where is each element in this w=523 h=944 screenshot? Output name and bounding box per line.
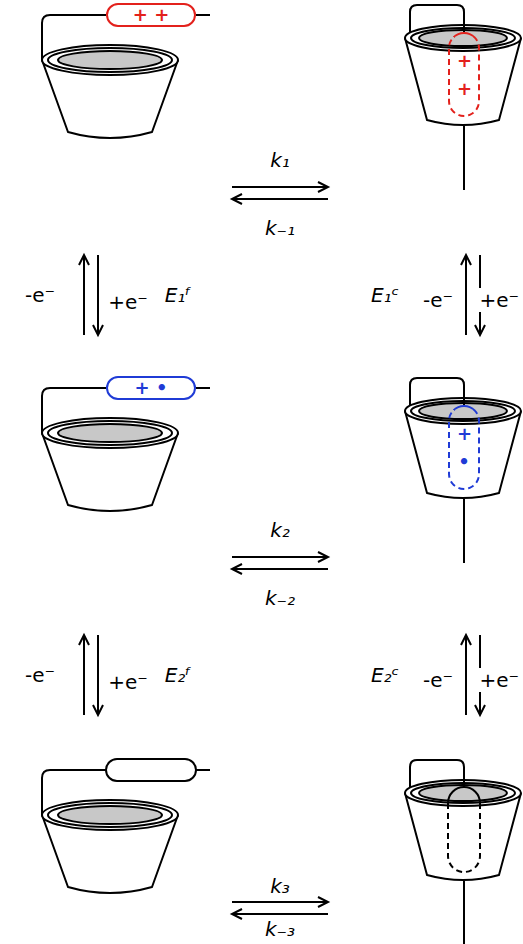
cup-body — [405, 411, 521, 498]
electron-transfer-label: -e⁻ — [422, 288, 454, 312]
electron-transfer-label: -e⁻ — [24, 663, 56, 687]
arrow-line — [232, 186, 328, 188]
thread-wire — [410, 760, 464, 788]
electron-transfer-label: -e⁻ — [24, 283, 56, 307]
cup-rim-inner — [48, 421, 172, 445]
cup-rim — [42, 800, 178, 830]
rate-or-potential-label: E₁ᶜ — [370, 283, 400, 307]
thread-wire — [463, 126, 465, 190]
arrow-line — [97, 635, 99, 715]
charge-text: + • — [135, 379, 168, 397]
arrow-head — [232, 564, 242, 574]
neutral-station — [448, 803, 480, 872]
thread-wire — [463, 499, 465, 563]
cup-cavity — [58, 51, 162, 69]
arrow-line — [465, 635, 467, 715]
arrow-head — [318, 182, 328, 192]
rate-or-potential-label: k₋₃ — [264, 917, 296, 941]
arrow-line — [465, 255, 467, 335]
thread-wire — [196, 387, 210, 389]
arrow-line — [83, 635, 85, 715]
rate-or-potential-label: k₋₂ — [264, 586, 296, 610]
cup-body — [405, 38, 521, 125]
neutral-station — [106, 759, 196, 781]
electron-transfer-label: +e⁻ — [478, 668, 520, 692]
arrow-line — [97, 255, 99, 335]
thread-wire — [196, 14, 210, 16]
electron-transfer-label: -e⁻ — [422, 668, 454, 692]
arrow-head — [93, 325, 103, 335]
arrow-head — [461, 255, 471, 265]
arrow-head — [318, 552, 328, 562]
rate-or-potential-label: E₂ᶜ — [370, 663, 400, 687]
dication-station: + + — [106, 3, 196, 27]
charge-text: + + — [133, 6, 169, 24]
cup-cavity — [58, 806, 162, 824]
arrow-line — [232, 198, 328, 200]
rate-or-potential-label: E₁ᶠ — [164, 283, 193, 307]
arrow-line — [83, 255, 85, 335]
arrow-head — [461, 635, 471, 645]
rate-or-potential-label: k₋₁ — [264, 216, 296, 240]
arrow-line — [232, 568, 328, 570]
arrow-head — [79, 255, 89, 265]
charge-text: + + — [457, 47, 471, 103]
thread-wire — [196, 769, 210, 771]
thread-wire — [410, 5, 464, 33]
arrow-head — [318, 897, 328, 907]
electron-transfer-label: +e⁻ — [107, 290, 149, 314]
charge-text: + • — [457, 420, 471, 476]
electron-transfer-label: +e⁻ — [107, 670, 149, 694]
rate-or-potential-label: k₂ — [269, 518, 291, 542]
rate-or-potential-label: E₂ᶠ — [164, 663, 193, 687]
cup-rim-inner — [48, 803, 172, 827]
thread-wire — [410, 378, 464, 406]
arrow-head — [475, 325, 485, 335]
neutral-station-top — [448, 787, 480, 803]
rate-or-potential-label: k₁ — [269, 148, 291, 172]
cup-rim — [42, 45, 178, 75]
arrow-head — [232, 909, 242, 919]
cup-rim-inner — [48, 48, 172, 72]
arrow-line — [232, 901, 328, 903]
dication-station-threaded: + + — [448, 32, 480, 117]
electron-transfer-label: +e⁻ — [478, 288, 520, 312]
cup-cavity — [58, 424, 162, 442]
cup-rim — [42, 418, 178, 448]
radical-cation-station: + • — [106, 376, 196, 400]
radical-cation-station-threaded: + • — [448, 405, 480, 490]
thread-wire — [463, 881, 465, 944]
arrow-head — [232, 194, 242, 204]
arrow-head — [93, 705, 103, 715]
arrow-line — [232, 913, 328, 915]
arrow-head — [79, 635, 89, 645]
arrow-head — [475, 705, 485, 715]
rate-or-potential-label: k₃ — [269, 874, 291, 898]
arrow-line — [232, 556, 328, 558]
